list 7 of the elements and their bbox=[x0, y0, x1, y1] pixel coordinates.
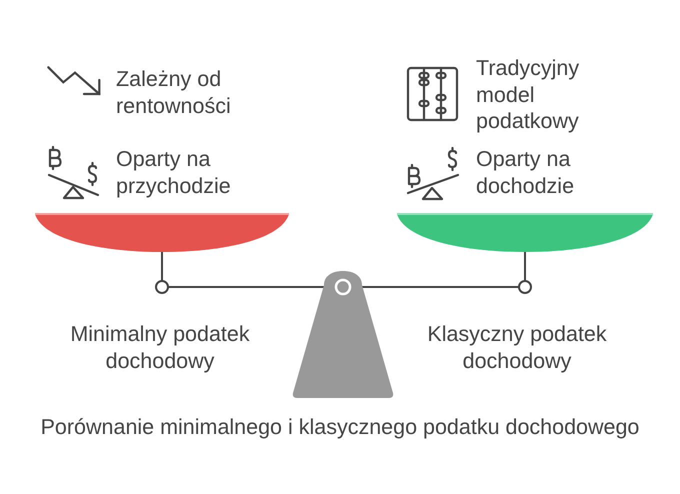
feature-label: Oparty na przychodzie bbox=[116, 146, 232, 199]
side-label: Klasyczny podatek dochodowy bbox=[426, 321, 608, 374]
feature-label: Tradycyjny model podatkowy bbox=[476, 55, 580, 134]
side-label: Minimalny podatek dochodowy bbox=[69, 321, 251, 374]
feature-label: Zależny od rentowności bbox=[116, 66, 232, 119]
caption: Porównanie minimalnego i klasycznego podatku dochodowego bbox=[40, 414, 640, 440]
feature-label: Oparty na dochodzie bbox=[476, 146, 576, 199]
